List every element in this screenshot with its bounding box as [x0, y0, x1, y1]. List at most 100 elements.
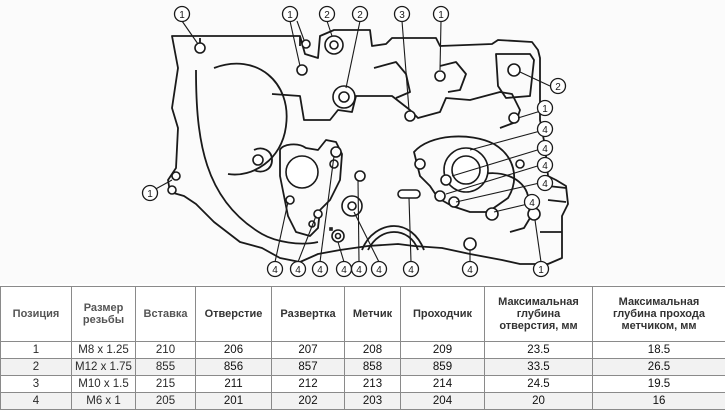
- callout-label: 4: [529, 198, 535, 209]
- callout-label: 1: [438, 10, 444, 21]
- column-header: Метчик: [344, 286, 401, 342]
- table-row: 4 M6 x 1 205 201 202 203 204 20 16: [0, 392, 725, 410]
- callout: 4: [370, 260, 388, 278]
- callout-label: 4: [376, 265, 382, 276]
- table-cell: M8 x 1.25: [71, 341, 136, 359]
- callout: 4: [523, 193, 541, 211]
- table-header-row: Позиция Размер резьбы Вставка Отверстие …: [0, 286, 725, 342]
- callout: 4: [536, 156, 554, 174]
- table-cell: 16: [592, 392, 725, 410]
- table-cell: 2: [0, 358, 72, 376]
- callout: 4: [402, 260, 420, 278]
- spec-table-container: Позиция Размер резьбы Вставка Отверстие …: [0, 286, 725, 410]
- callout-label: 1: [179, 10, 185, 21]
- callout-label: 4: [408, 265, 414, 276]
- table-cell: M10 x 1.5: [71, 375, 136, 393]
- callout: 4: [536, 139, 554, 157]
- callout-label: 1: [542, 104, 548, 115]
- callout-label: 2: [555, 82, 561, 93]
- callout: 4: [536, 174, 554, 192]
- table-cell: 206: [195, 341, 272, 359]
- table-cell: 859: [400, 358, 485, 376]
- engine-block-diagram: 1 1 2 2 3 1 2 1: [141, 5, 569, 278]
- table-cell: 33.5: [484, 358, 593, 376]
- callout: 4: [536, 120, 554, 138]
- table-row: 2 M12 x 1.75 855 856 857 858 859 33.5 26…: [0, 358, 725, 376]
- table-cell: 214: [400, 375, 485, 393]
- column-header: Максимальная глубина отверстия, мм: [484, 286, 593, 342]
- callout: 2: [549, 77, 567, 95]
- column-header: Отверстие: [195, 286, 272, 342]
- table-row: 3 M10 x 1.5 215 211 212 213 214 24.5 19.…: [0, 375, 725, 393]
- table-cell: 204: [400, 392, 485, 410]
- table-cell: 211: [195, 375, 272, 393]
- column-header: Проходчик: [400, 286, 485, 342]
- callout-label: 4: [542, 161, 548, 172]
- callout-label: 4: [317, 265, 323, 276]
- column-header: Максимальная глубина прохода метчиком, м…: [592, 286, 725, 342]
- table-cell: M12 x 1.75: [71, 358, 136, 376]
- callout-label: 2: [324, 10, 330, 21]
- callout: 1: [532, 260, 550, 278]
- callout: 4: [461, 260, 479, 278]
- block-holes: [167, 35, 541, 251]
- column-header: Развертка: [271, 286, 345, 342]
- callout: 1: [281, 5, 299, 23]
- callout: 4: [289, 260, 307, 278]
- table-cell: 24.5: [484, 375, 593, 393]
- callout: 1: [432, 5, 450, 23]
- leader-lines: [151, 20, 551, 263]
- table-cell: 215: [135, 375, 196, 393]
- callout-label: 4: [356, 265, 362, 276]
- callout-label: 4: [295, 265, 301, 276]
- table-cell: 23.5: [484, 341, 593, 359]
- table-cell: 1: [0, 341, 72, 359]
- callout: 1: [536, 99, 554, 117]
- callout: 1: [141, 184, 159, 202]
- table-cell: 855: [135, 358, 196, 376]
- callout: 4: [311, 260, 329, 278]
- table-cell: 205: [135, 392, 196, 410]
- table-cell: 210: [135, 341, 196, 359]
- callout-label: 4: [272, 265, 278, 276]
- thread-repair-spec-table: Позиция Размер резьбы Вставка Отверстие …: [0, 286, 725, 410]
- callout: 1: [173, 5, 191, 23]
- table-cell: 4: [0, 392, 72, 410]
- callout: 3: [393, 5, 411, 23]
- callout-label: 1: [538, 265, 544, 276]
- table-cell: 208: [344, 341, 401, 359]
- callout: 4: [335, 260, 353, 278]
- table-cell: 856: [195, 358, 272, 376]
- callout: 4: [350, 260, 368, 278]
- callout-label: 1: [147, 189, 153, 200]
- table-cell: 857: [271, 358, 345, 376]
- column-header: Размер резьбы: [71, 286, 136, 342]
- diagram-drawing: 1 1 2 2 3 1 2 1: [141, 5, 569, 278]
- column-header: Позиция: [0, 286, 72, 342]
- callout-label: 4: [542, 179, 548, 190]
- table-row: 1 M8 x 1.25 210 206 207 208 209 23.5 18.…: [0, 341, 725, 359]
- callout-label: 4: [542, 125, 548, 136]
- callout-label: 3: [399, 10, 405, 21]
- table-cell: M6 x 1: [71, 392, 136, 410]
- table-cell: 858: [344, 358, 401, 376]
- table-cell: 3: [0, 375, 72, 393]
- callout: 2: [351, 5, 369, 23]
- callout-label: 4: [341, 265, 347, 276]
- table-cell: 213: [344, 375, 401, 393]
- callout-label: 2: [357, 10, 363, 21]
- table-cell: 202: [271, 392, 345, 410]
- callout: 2: [318, 5, 336, 23]
- table-cell: 26.5: [592, 358, 725, 376]
- callout-label: 4: [542, 144, 548, 155]
- table-cell: 203: [344, 392, 401, 410]
- table-cell: 20: [484, 392, 593, 410]
- table-cell: 201: [195, 392, 272, 410]
- callout-label: 1: [287, 10, 293, 21]
- table-cell: 212: [271, 375, 345, 393]
- table-cell: 209: [400, 341, 485, 359]
- block-outline: [167, 29, 569, 265]
- table-cell: 19.5: [592, 375, 725, 393]
- table-cell: 207: [271, 341, 345, 359]
- callout: 4: [266, 260, 284, 278]
